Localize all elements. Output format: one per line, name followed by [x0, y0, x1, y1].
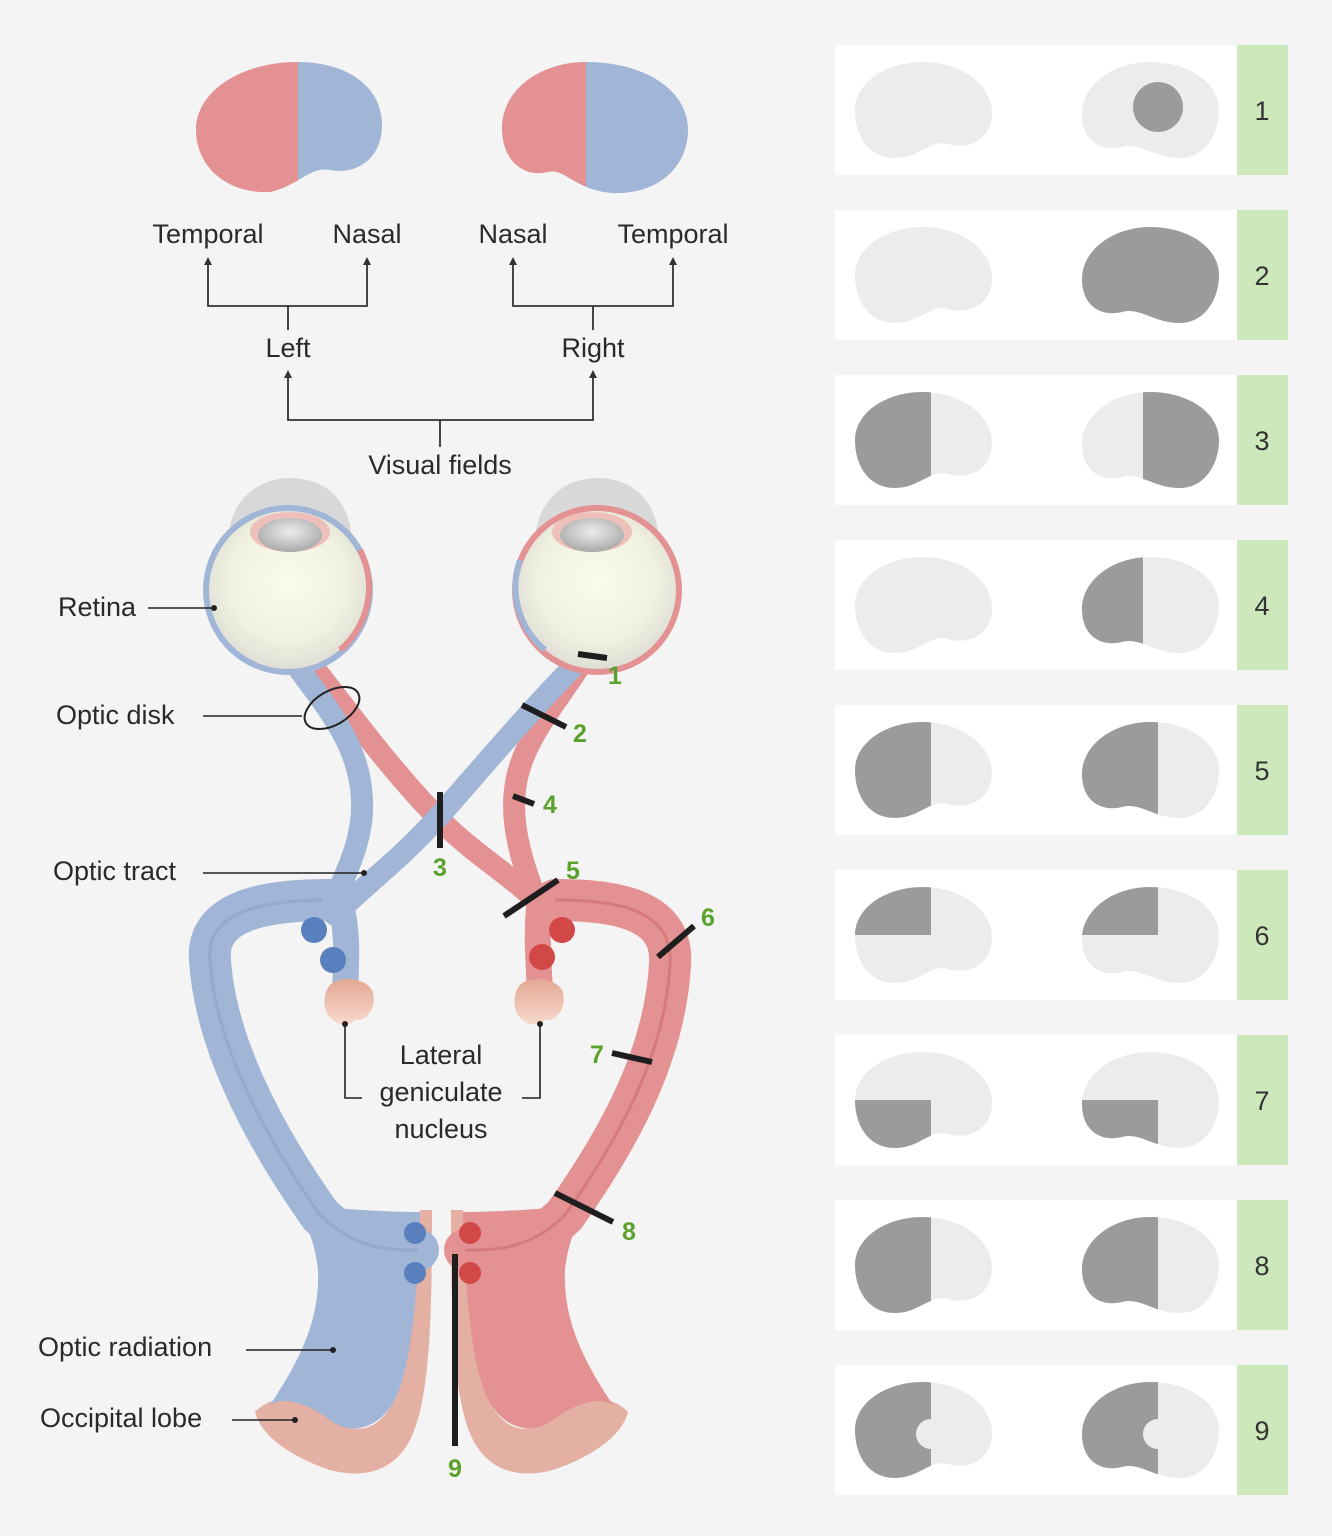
- lesion-number-5: 5: [566, 857, 580, 885]
- deficit-panel-4: 4: [835, 540, 1288, 670]
- lesion-number-4: 4: [543, 791, 557, 819]
- label-visual-fields: Visual fields: [368, 450, 512, 480]
- label-lgn-line3: nucleus: [394, 1114, 487, 1144]
- deficit-panel-number: 1: [1254, 96, 1269, 126]
- label-left-temporal: Temporal: [152, 219, 263, 249]
- visual-field-left-eye: [855, 722, 992, 818]
- deficit-panel-3: 3: [835, 375, 1288, 505]
- deficit-panel-index-tab: [1237, 375, 1288, 505]
- left-eye-field-shape: [196, 62, 382, 193]
- label-optic-disk: Optic disk: [56, 700, 175, 730]
- deficit-panel-index-tab: [1237, 1365, 1288, 1495]
- deficit-panel-number: 5: [1254, 756, 1269, 786]
- lesion-number-7: 7: [590, 1041, 604, 1069]
- deficit-panel-index-tab: [1237, 210, 1288, 340]
- visual-field-left-eye: [855, 62, 992, 158]
- occipital-lobe-left: [255, 1210, 432, 1474]
- visual-field-deficit-panels: 1 2 3 4 5 6 7 8 9: [835, 45, 1288, 1495]
- deficit-panel-number: 7: [1254, 1086, 1269, 1116]
- deficit-panel-index-tab: [1237, 540, 1288, 670]
- visual-field-left-eye: [855, 392, 992, 488]
- deficit-panel-index-tab: [1237, 705, 1288, 835]
- arrowheads: [204, 257, 677, 378]
- label-right-temporal: Temporal: [617, 219, 728, 249]
- label-right: Right: [561, 333, 625, 363]
- lesion-number-1: 1: [608, 662, 622, 690]
- label-optic-radiation: Optic radiation: [38, 1332, 212, 1362]
- occipital-lobe-right: [451, 1210, 628, 1474]
- visual-field-left-eye: [855, 887, 992, 983]
- deficit-panel-7: 7: [835, 1035, 1288, 1165]
- deficit-panel-number: 8: [1254, 1251, 1269, 1281]
- deficit-panel-number: 3: [1254, 426, 1269, 456]
- optic-disk-ring: [303, 685, 361, 731]
- deficit-panel-number: 2: [1254, 261, 1269, 291]
- visual-field-right-eye: [1082, 62, 1219, 158]
- visual-pathway: 1 2 3 4 5 6 7 8 9 Retina Optic disk Opti…: [38, 478, 715, 1483]
- label-retina: Retina: [58, 592, 137, 622]
- bracket-connectors: [207, 264, 674, 447]
- fiber-dots: [301, 917, 575, 1284]
- left-eyeball: [203, 478, 373, 675]
- label-lgn-line2: geniculate: [379, 1077, 502, 1107]
- deficit-panel-index-tab: [1237, 870, 1288, 1000]
- visual-field-schema: Temporal Nasal Nasal Temporal Left Right…: [152, 62, 729, 480]
- optic-nerve-left-temporal-fibers: [274, 639, 374, 921]
- visual-field-right-eye: [1082, 722, 1219, 818]
- deficit-panel-number: 4: [1254, 591, 1269, 621]
- label-right-nasal: Nasal: [478, 219, 547, 249]
- deficit-panel-9: 9: [835, 1365, 1288, 1495]
- deficit-panel-number: 6: [1254, 921, 1269, 951]
- deficit-panel-number: 9: [1254, 1416, 1269, 1446]
- lgn-left: [324, 978, 374, 1025]
- lesion-number-3: 3: [433, 854, 447, 882]
- label-lgn-line1: Lateral: [400, 1040, 483, 1070]
- visual-field-right-eye: [1082, 1217, 1219, 1313]
- deficit-panel-8: 8: [835, 1200, 1288, 1330]
- visual-field-right-eye: [1082, 887, 1219, 983]
- deficit-panel-index-tab: [1237, 1200, 1288, 1330]
- central-scotoma-spot: [1133, 82, 1183, 132]
- label-occipital-lobe: Occipital lobe: [40, 1403, 202, 1433]
- visual-field-left-eye: [855, 227, 992, 323]
- deficit-panel-1: 1: [835, 45, 1288, 175]
- visual-field-right-eye: [1082, 227, 1219, 323]
- right-eyeball: [512, 478, 682, 675]
- label-optic-tract: Optic tract: [53, 856, 177, 886]
- visual-field-left-eye: [855, 557, 992, 653]
- visual-field-right-eye: [1082, 1382, 1219, 1478]
- lesion-number-9: 9: [448, 1455, 462, 1483]
- visual-field-left-eye: [855, 1382, 992, 1478]
- deficit-panel-5: 5: [835, 705, 1288, 835]
- deficit-panel-index-tab: [1237, 45, 1288, 175]
- right-eye-field-shape: [502, 62, 688, 194]
- visual-field-right-eye: [1082, 557, 1219, 653]
- deficit-panel-2: 2: [835, 210, 1288, 340]
- visual-field-left-eye: [855, 1052, 992, 1148]
- deficit-panel-index-tab: [1237, 1035, 1288, 1165]
- lesion-number-2: 2: [573, 720, 587, 748]
- lesion-number-6: 6: [701, 904, 715, 932]
- label-left-nasal: Nasal: [332, 219, 401, 249]
- lgn-right: [514, 978, 564, 1025]
- lesion-bars: [437, 651, 696, 1446]
- lesion-number-8: 8: [622, 1218, 636, 1246]
- deficit-panel-6: 6: [835, 870, 1288, 1000]
- label-left: Left: [265, 333, 311, 363]
